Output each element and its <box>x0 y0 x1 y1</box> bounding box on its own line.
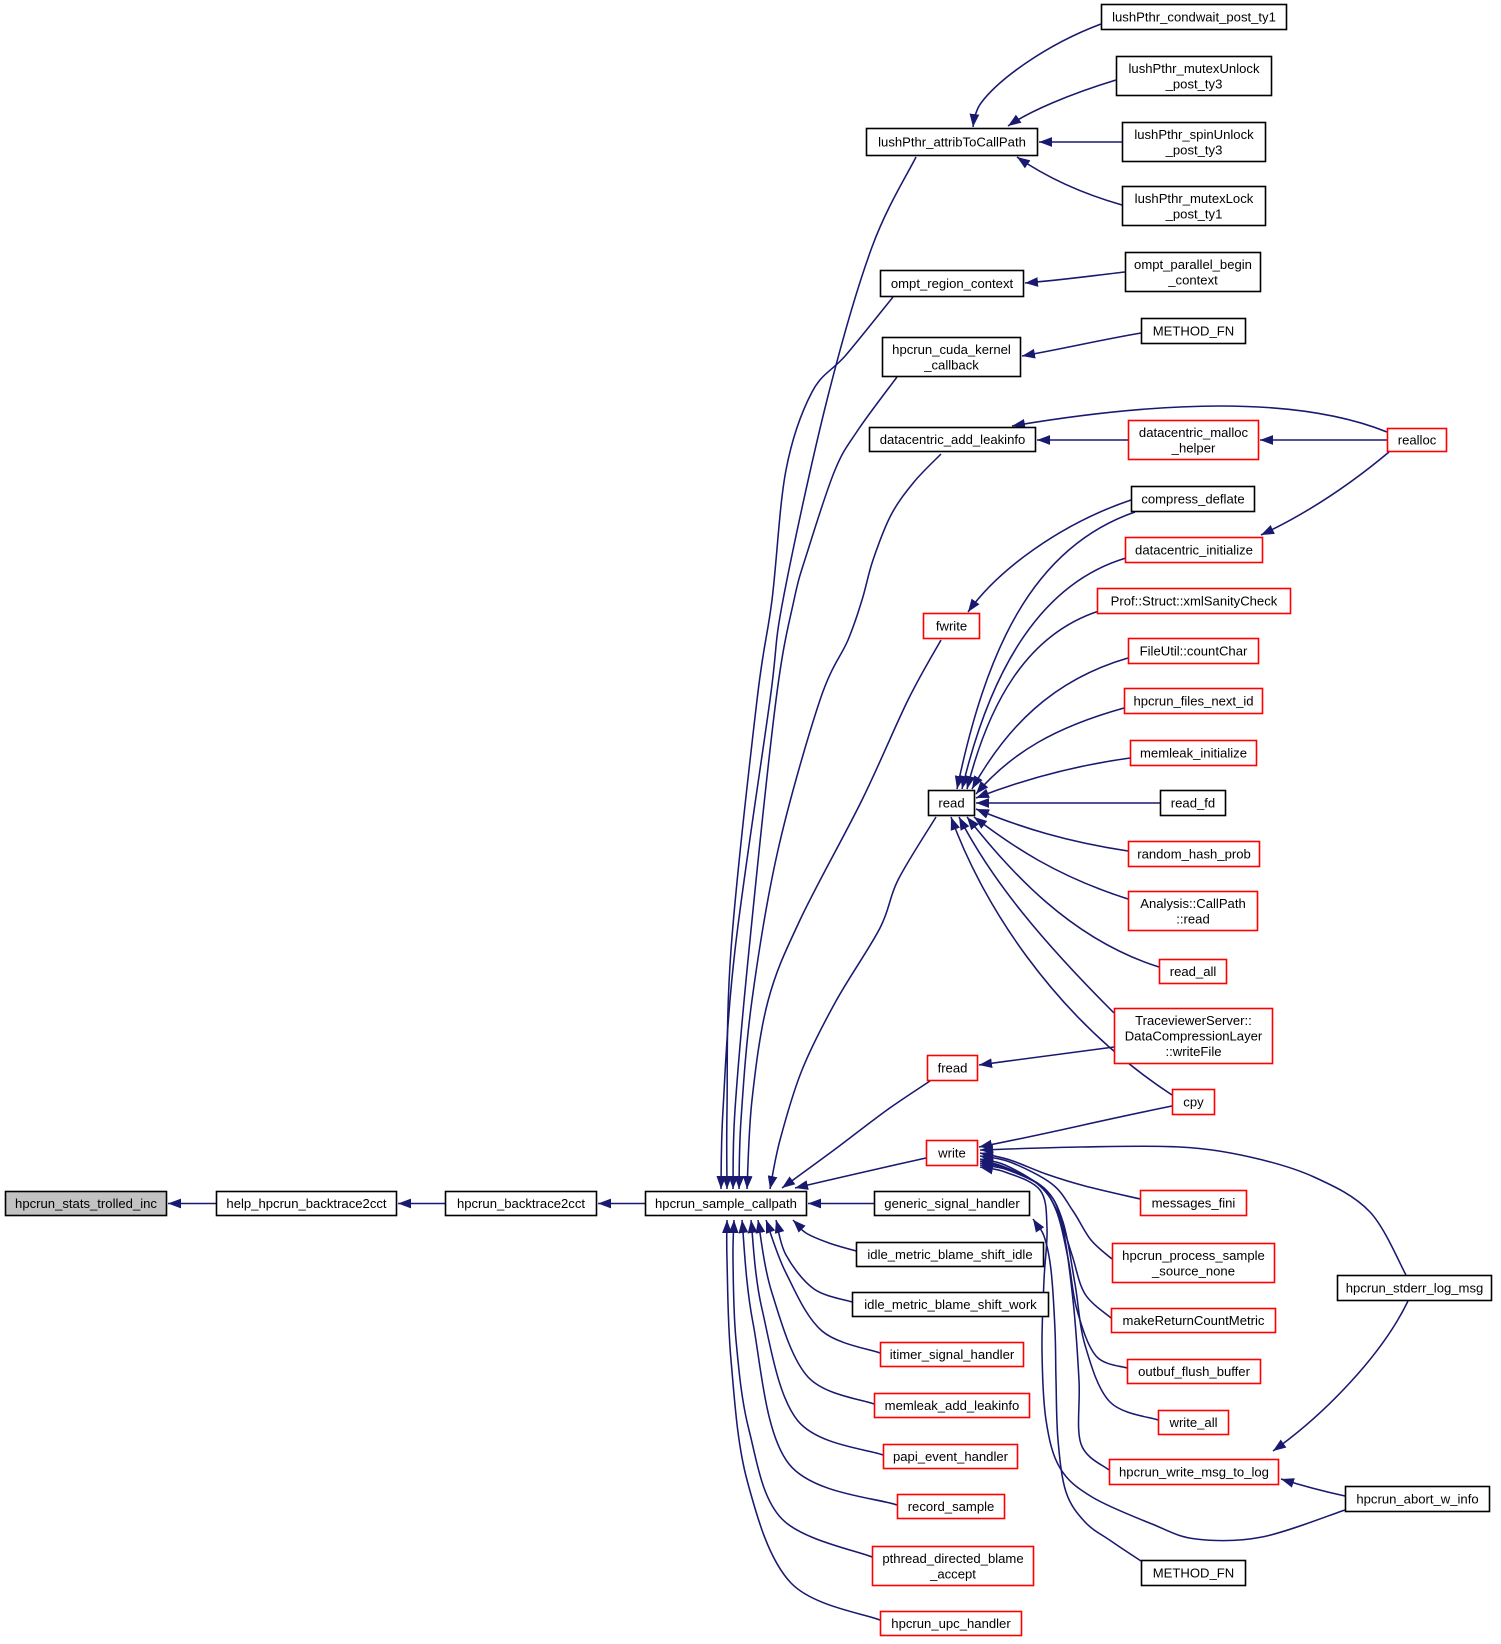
svg-text:random_hash_prob: random_hash_prob <box>1137 847 1251 862</box>
svg-text:lushPthr_attribToCallPath: lushPthr_attribToCallPath <box>878 135 1026 150</box>
svg-text:realloc: realloc <box>1398 433 1437 448</box>
svg-text:_callback: _callback <box>923 357 979 372</box>
svg-text:DataCompressionLayer: DataCompressionLayer <box>1125 1029 1263 1044</box>
svg-text:itimer_signal_handler: itimer_signal_handler <box>890 1347 1015 1362</box>
svg-text:hpcrun_files_next_id: hpcrun_files_next_id <box>1133 694 1253 709</box>
svg-text:idle_metric_blame_shift_work: idle_metric_blame_shift_work <box>864 1297 1037 1312</box>
svg-text:idle_metric_blame_shift_idle: idle_metric_blame_shift_idle <box>867 1247 1032 1262</box>
svg-text:help_hpcrun_backtrace2cct: help_hpcrun_backtrace2cct <box>226 1196 386 1211</box>
svg-text:METHOD_FN: METHOD_FN <box>1153 1566 1234 1581</box>
svg-text:::read: ::read <box>1176 911 1209 926</box>
svg-text:messages_fini: messages_fini <box>1152 1196 1236 1211</box>
svg-text:METHOD_FN: METHOD_FN <box>1153 324 1234 339</box>
svg-text:hpcrun_upc_handler: hpcrun_upc_handler <box>891 1616 1011 1631</box>
svg-text:papi_event_handler: papi_event_handler <box>893 1449 1009 1464</box>
svg-text:_post_ty3: _post_ty3 <box>1165 142 1223 157</box>
svg-text:::writeFile: ::writeFile <box>1165 1044 1221 1059</box>
svg-text:_post_ty3: _post_ty3 <box>1165 76 1223 91</box>
svg-text:_helper: _helper <box>1171 440 1216 455</box>
svg-text:_accept: _accept <box>929 1566 976 1581</box>
svg-text:read_all: read_all <box>1170 964 1217 979</box>
svg-text:hpcrun_process_sample: hpcrun_process_sample <box>1122 1248 1265 1263</box>
svg-text:hpcrun_stats_trolled_inc: hpcrun_stats_trolled_inc <box>15 1196 157 1211</box>
svg-text:read_fd: read_fd <box>1171 796 1215 811</box>
svg-text:memleak_initialize: memleak_initialize <box>1140 746 1247 761</box>
svg-text:lushPthr_condwait_post_ty1: lushPthr_condwait_post_ty1 <box>1112 10 1276 25</box>
svg-text:_source_none: _source_none <box>1151 1263 1235 1278</box>
svg-text:Analysis::CallPath: Analysis::CallPath <box>1140 896 1246 911</box>
svg-text:_context: _context <box>1167 272 1218 287</box>
svg-text:write: write <box>937 1146 966 1161</box>
svg-text:hpcrun_write_msg_to_log: hpcrun_write_msg_to_log <box>1119 1465 1269 1480</box>
svg-text:lushPthr_spinUnlock: lushPthr_spinUnlock <box>1134 127 1254 142</box>
svg-text:datacentric_malloc: datacentric_malloc <box>1139 425 1249 440</box>
svg-text:fread: fread <box>938 1061 968 1076</box>
svg-text:write_all: write_all <box>1168 1415 1217 1430</box>
svg-text:record_sample: record_sample <box>908 1499 995 1514</box>
svg-text:lushPthr_mutexUnlock: lushPthr_mutexUnlock <box>1129 61 1260 76</box>
svg-text:memleak_add_leakinfo: memleak_add_leakinfo <box>885 1398 1020 1413</box>
svg-text:compress_deflate: compress_deflate <box>1141 492 1244 507</box>
svg-text:hpcrun_sample_callpath: hpcrun_sample_callpath <box>655 1196 797 1211</box>
svg-text:TraceviewerServer::: TraceviewerServer:: <box>1135 1013 1252 1028</box>
svg-text:cpy: cpy <box>1183 1095 1204 1110</box>
svg-text:read: read <box>938 796 964 811</box>
svg-text:hpcrun_backtrace2cct: hpcrun_backtrace2cct <box>457 1196 585 1211</box>
svg-text:Prof::Struct::xmlSanityCheck: Prof::Struct::xmlSanityCheck <box>1111 594 1278 609</box>
svg-text:FileUtil::countChar: FileUtil::countChar <box>1140 644 1248 659</box>
svg-text:pthread_directed_blame: pthread_directed_blame <box>882 1551 1023 1566</box>
svg-text:datacentric_add_leakinfo: datacentric_add_leakinfo <box>880 432 1026 447</box>
svg-text:lushPthr_mutexLock: lushPthr_mutexLock <box>1135 191 1254 206</box>
svg-text:hpcrun_abort_w_info: hpcrun_abort_w_info <box>1356 1492 1478 1507</box>
svg-text:_post_ty1: _post_ty1 <box>1165 206 1223 221</box>
svg-text:fwrite: fwrite <box>936 619 967 634</box>
svg-text:makeReturnCountMetric: makeReturnCountMetric <box>1123 1313 1265 1328</box>
svg-text:outbuf_flush_buffer: outbuf_flush_buffer <box>1138 1364 1251 1379</box>
svg-text:ompt_region_context: ompt_region_context <box>891 276 1014 291</box>
svg-text:datacentric_initialize: datacentric_initialize <box>1135 543 1253 558</box>
svg-text:ompt_parallel_begin: ompt_parallel_begin <box>1134 257 1252 272</box>
svg-text:generic_signal_handler: generic_signal_handler <box>884 1196 1020 1211</box>
svg-text:hpcrun_cuda_kernel: hpcrun_cuda_kernel <box>892 342 1011 357</box>
svg-text:hpcrun_stderr_log_msg: hpcrun_stderr_log_msg <box>1346 1281 1484 1296</box>
